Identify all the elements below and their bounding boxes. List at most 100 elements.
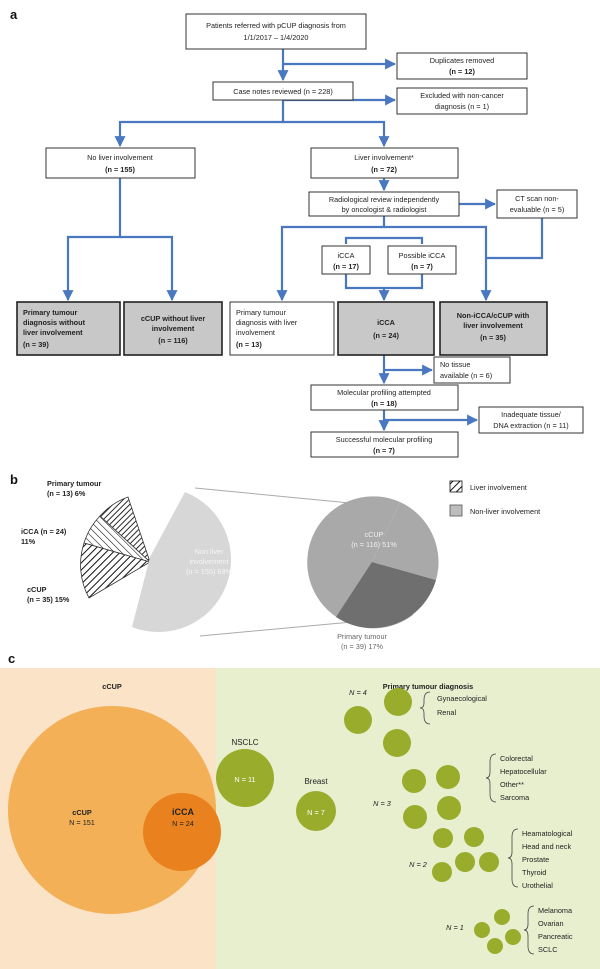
group-n3-item-0: Colorectal: [500, 754, 533, 763]
box-non-icca-line2: liver involvement: [463, 321, 523, 330]
nsclc-label: NSCLC: [231, 738, 258, 747]
group-n4-item-1: Renal: [437, 708, 456, 717]
box-reviewed-line1: Case notes reviewed (n = 228): [233, 87, 333, 96]
box-excluded-line2: diagnosis (n = 1): [435, 102, 489, 111]
box-non-icca-n: (n = 35): [480, 333, 506, 342]
right-pie: [307, 496, 439, 629]
box-liver-line1: Liver involvement*: [354, 153, 414, 162]
box-non-icca: Non-iCCA/cCUP with liver involvement (n …: [439, 301, 548, 356]
group-n1-item-3: SCLC: [538, 945, 557, 954]
group-n2-item-2: Prostate: [522, 855, 549, 864]
box-mol-success-n: (n = 7): [373, 446, 395, 455]
legend-non-liver: Non-liver involvement: [470, 507, 540, 516]
group-n3-item-3: Sarcoma: [500, 793, 530, 802]
group-n3-n: N = 3: [373, 799, 391, 808]
label-primary-line2: (n = 13) 6%: [47, 489, 86, 498]
group-n2: N = 2 Heamatological Head and neck Prost…: [409, 827, 573, 890]
group-n3-item-2: Other**: [500, 780, 524, 789]
group-n1-item-1: Ovarian: [538, 919, 564, 928]
pie-connector-lines: [194, 487, 353, 637]
breast-n: N = 7: [307, 808, 325, 817]
box-no-liver: No liver involvement (n = 155): [45, 147, 196, 179]
group-n2-item-4: Urothelial: [522, 881, 553, 890]
group-n4: N = 4 Gynaecological Renal: [344, 688, 487, 757]
right-pie-slice-ccup-rest: [372, 502, 439, 580]
panel-label-a: a: [10, 7, 18, 22]
box-radiological: Radiological review independently by onc…: [308, 191, 460, 217]
group-n1-item-2: Pancreatic: [538, 932, 573, 941]
box-excluded-line1: Excluded with non-cancer: [420, 91, 504, 100]
ccup-circle-label: cCUP: [72, 808, 92, 817]
group-n2-item-0: Heamatological: [522, 829, 573, 838]
nsclc-n: N = 11: [234, 775, 255, 784]
label-ccup-line1: cCUP: [27, 585, 47, 594]
box-possible-icca-line1: Possible iCCA: [399, 251, 446, 260]
box-mol-attempted-line1: Molecular profiling attempted: [337, 388, 431, 397]
box-primary-no-liver-line2: diagnosis without: [23, 318, 86, 327]
box-primary-liver-line2: diagnosis with liver: [236, 318, 298, 327]
panel-label-b: b: [10, 472, 18, 487]
group-n3: N = 3 Colorectal Hepatocellular Other** …: [373, 753, 547, 829]
label-nonliver-line1: Non liver: [195, 547, 224, 556]
pie-legend: Liver involvement Non-liver involvement: [449, 480, 540, 517]
box-ccup-no-liver-line2: involvement: [152, 324, 195, 333]
box-radiological-line2: by oncologist & radiologist: [342, 205, 427, 214]
box-icca-total-line1: iCCA: [377, 318, 396, 327]
box-ccup-no-liver-n: (n = 116): [158, 336, 188, 345]
box-inadequate-line1: Inadequate tissue/: [501, 410, 562, 419]
box-referred-line2: 1/1/2017 – 1/4/2020: [244, 33, 309, 42]
box-mol-attempted-n: (n = 18): [371, 399, 397, 408]
pie-slice-non-liver: [132, 492, 232, 633]
group-n4-item-0: Gynaecological: [437, 694, 487, 703]
label-right-primary-line1: Primary tumour: [337, 632, 387, 641]
box-icca-total: iCCA (n = 24): [337, 301, 435, 356]
box-possible-icca-n: (n = 7): [411, 262, 433, 271]
box-possible-icca: Possible iCCA (n = 7): [387, 245, 457, 275]
group-n1-n: N = 1: [446, 923, 464, 932]
box-non-icca-line1: Non-iCCA/cCUP with: [457, 311, 529, 320]
box-no-liver-n: (n = 155): [105, 165, 135, 174]
icca-circle-n: N = 24: [172, 819, 194, 828]
left-pie: [80, 492, 232, 633]
box-icca-small-line1: iCCA: [337, 251, 354, 260]
label-primary-line1: Primary tumour: [47, 479, 101, 488]
icca-circle: [143, 793, 221, 871]
box-no-tissue-line1: No tissue: [440, 360, 470, 369]
box-duplicates-n: (n = 12): [449, 67, 475, 76]
group-n3-item-1: Hepatocellular: [500, 767, 547, 776]
box-primary-liver-line3: involvement: [236, 328, 275, 337]
box-primary-no-liver-line1: Primary tumour: [23, 308, 77, 317]
box-icca-small-n: (n = 17): [333, 262, 359, 271]
box-primary-no-liver: Primary tumour diagnosis without liver i…: [16, 301, 121, 356]
box-primary-no-liver-n: (n = 39): [23, 340, 49, 349]
flow-connectors: [62, 49, 544, 432]
label-icca-line2: 11%: [21, 537, 36, 546]
box-ct-nonevaluable: CT scan non- evaluable (n = 5): [496, 189, 578, 219]
box-referred: Patients referred with pCUP diagnosis fr…: [185, 13, 367, 50]
box-liver: Liver involvement* (n = 72): [310, 147, 459, 179]
nsclc-circle: [216, 749, 274, 807]
ccup-circle-n: N = 151: [69, 818, 95, 827]
group-n1-item-0: Melanoma: [538, 906, 573, 915]
box-ccup-no-liver: cCUP without liver involvement (n = 116): [123, 301, 223, 356]
box-radiological-line1: Radiological review independently: [329, 195, 440, 204]
primary-region-title: Primary tumour diagnosis: [383, 682, 473, 691]
box-inadequate: Inadequate tissue/ DNA extraction (n = 1…: [478, 406, 584, 434]
breast-circle: [296, 791, 336, 831]
label-nonliver-line2: involvement: [190, 557, 229, 566]
box-primary-no-liver-line3: liver involvement: [23, 328, 83, 337]
group-n4-n: N = 4: [349, 688, 367, 697]
box-ct-line1: CT scan non-: [515, 194, 559, 203]
box-mol-attempted: Molecular profiling attempted (n = 18): [310, 384, 459, 411]
icca-circle-label: iCCA: [172, 807, 194, 817]
legend-liver: Liver involvement: [470, 483, 527, 492]
box-duplicates: Duplicates removed (n = 12): [396, 52, 528, 80]
label-nonliver-line3: (n = 155) 68%: [186, 567, 233, 576]
box-no-tissue: No tissue available (n = 6): [433, 356, 511, 384]
right-pie-labels: cCUP (n = 116) 51% Primary tumour (n = 3…: [337, 530, 397, 651]
box-liver-n: (n = 72): [371, 165, 397, 174]
box-referred-line1: Patients referred with pCUP diagnosis fr…: [206, 21, 346, 30]
label-ccup-line2: (n = 35) 15%: [27, 595, 70, 604]
box-icca-small: iCCA (n = 17): [321, 245, 371, 275]
